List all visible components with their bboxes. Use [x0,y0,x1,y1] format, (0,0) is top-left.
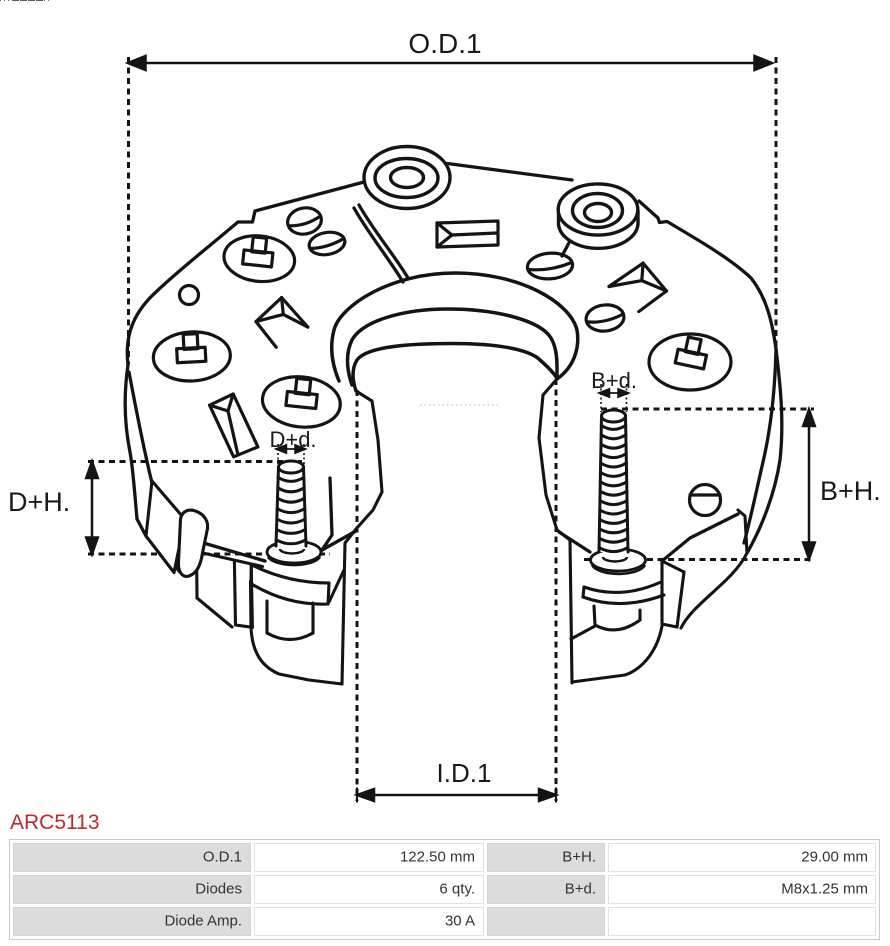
svg-text:O.D.1: O.D.1 [203,849,242,866]
svg-text:Diode Amp.: Diode Amp. [164,913,242,930]
svg-text:B+d.: B+d. [591,368,637,393]
svg-text:D+d.: D+d. [269,427,316,452]
svg-text:B+d.: B+d. [565,881,596,898]
svg-text:30 A: 30 A [445,913,475,930]
svg-text:29.00 mm: 29.00 mm [801,849,868,866]
svg-text:O.D.1: O.D.1 [408,28,481,59]
svg-text:I.D.1: I.D.1 [437,758,492,788]
svg-text:6 qty.: 6 qty. [439,881,475,898]
svg-text:B+H.: B+H. [820,476,881,506]
svg-text:Diodes: Diodes [195,881,242,898]
svg-text:ARC5113: ARC5113 [10,811,100,834]
svg-text:M8x1.25 mm: M8x1.25 mm [781,881,868,898]
svg-text:122.50 mm: 122.50 mm [400,849,475,866]
svg-text:B+H.: B+H. [562,849,596,866]
svg-text:D+H.: D+H. [8,487,70,517]
